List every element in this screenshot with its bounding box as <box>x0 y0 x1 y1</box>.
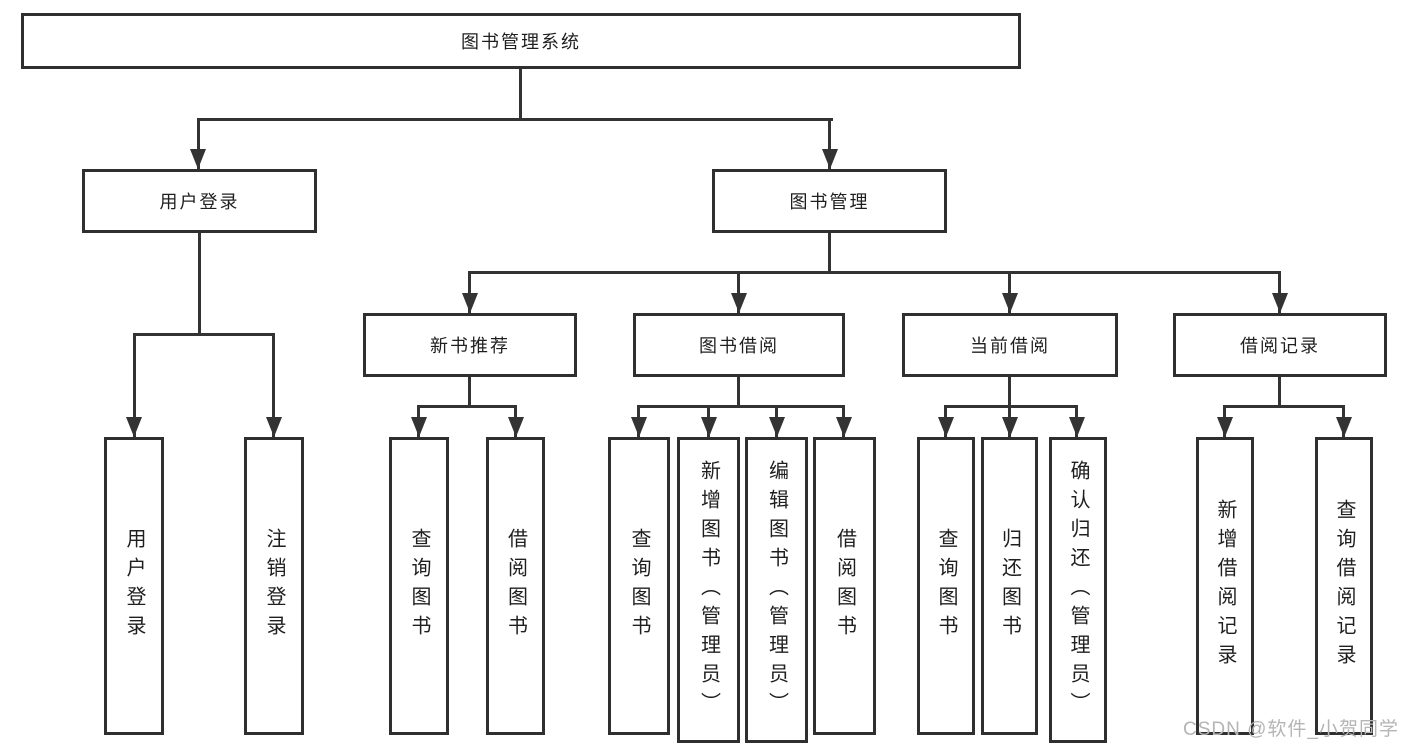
node-label: 图书管理 <box>789 192 870 212</box>
arrow-down-icon <box>1069 417 1085 437</box>
leaf-label: 确认归还（管理员） <box>1067 459 1089 721</box>
leaf-query-books-2: 查询图书 <box>608 437 670 735</box>
leaf-label: 新增图书（管理员） <box>697 459 720 721</box>
leaf-label: 借阅图书 <box>504 528 527 644</box>
connector-line <box>944 405 1078 408</box>
leaf-add-books-admin: 新增图书（管理员） <box>677 437 740 743</box>
arrow-down-icon <box>731 293 747 313</box>
leaf-label: 编辑图书（管理员） <box>765 459 788 721</box>
arrow-down-icon <box>631 417 647 437</box>
connector-line <box>468 271 471 313</box>
connector-line <box>468 377 471 408</box>
leaf-label: 注销登录 <box>263 528 285 644</box>
arrow-down-icon <box>190 149 206 169</box>
arrow-down-icon <box>1217 417 1233 437</box>
leaf-label: 查询图书 <box>628 528 650 644</box>
node-current-borrow: 当前借阅 <box>902 313 1118 377</box>
arrow-down-icon <box>411 417 427 437</box>
connector-line <box>133 333 274 336</box>
arrow-down-icon <box>1272 293 1288 313</box>
connector-line <box>1278 271 1281 313</box>
connector-line <box>133 333 136 437</box>
leaf-label: 用户登录 <box>123 528 145 644</box>
connector-line <box>519 69 522 120</box>
node-borrow-records: 借阅记录 <box>1173 313 1387 377</box>
leaf-return-books: 归还图书 <box>981 437 1038 735</box>
arrow-down-icon <box>836 417 852 437</box>
leaf-query-books-1: 查询图书 <box>389 437 449 735</box>
node-book-borrow: 图书借阅 <box>633 313 845 377</box>
connector-line <box>197 118 200 169</box>
connector-line <box>737 271 740 313</box>
arrow-down-icon <box>1336 417 1352 437</box>
csdn-watermark: CSDN @软件_小贺同学 <box>1183 719 1399 740</box>
connector-line <box>1008 377 1011 408</box>
arrow-down-icon <box>769 417 785 437</box>
node-label: 当前借阅 <box>970 336 1050 356</box>
node-user-login-branch: 用户登录 <box>82 169 317 233</box>
arrow-down-icon <box>822 149 838 169</box>
leaf-borrow-books-1: 借阅图书 <box>486 437 545 735</box>
leaf-label: 归还图书 <box>998 528 1021 644</box>
node-label: 图书借阅 <box>699 336 779 356</box>
connector-line <box>737 377 740 408</box>
arrow-down-icon <box>462 293 478 313</box>
connector-line <box>198 233 201 335</box>
connector-line <box>637 405 845 408</box>
connector-line <box>1223 405 1344 408</box>
leaf-label: 查询借阅记录 <box>1333 499 1355 673</box>
connector-line <box>272 333 275 437</box>
leaf-borrow-books-2: 借阅图书 <box>813 437 876 735</box>
arrow-down-icon <box>701 417 717 437</box>
node-new-book-recommend: 新书推荐 <box>363 313 577 377</box>
node-root-label: 图书管理系统 <box>461 32 581 52</box>
leaf-add-borrow-record: 新增借阅记录 <box>1196 437 1254 735</box>
arrow-down-icon <box>1002 293 1018 313</box>
arrow-down-icon <box>1002 417 1018 437</box>
arrow-down-icon <box>266 417 282 437</box>
connector-line <box>1278 377 1281 408</box>
leaf-query-books-3: 查询图书 <box>917 437 975 735</box>
connector-line <box>197 118 833 121</box>
arrow-down-icon <box>126 417 142 437</box>
leaf-user-login: 用户登录 <box>104 437 164 735</box>
connector-line <box>828 233 831 274</box>
leaf-label: 查询图书 <box>408 528 430 644</box>
leaf-edit-books-admin: 编辑图书（管理员） <box>745 437 808 743</box>
leaf-label: 新增借阅记录 <box>1214 499 1236 673</box>
arrow-down-icon <box>508 417 524 437</box>
arrow-down-icon <box>938 417 954 437</box>
leaf-logout: 注销登录 <box>244 437 304 735</box>
node-root: 图书管理系统 <box>21 13 1021 69</box>
node-book-management-branch: 图书管理 <box>712 169 947 233</box>
node-label: 借阅记录 <box>1240 336 1320 356</box>
connector-line <box>828 118 831 169</box>
node-label: 新书推荐 <box>430 336 510 356</box>
connector-line <box>468 271 1280 274</box>
node-label: 用户登录 <box>159 192 240 212</box>
leaf-query-borrow-record: 查询借阅记录 <box>1315 437 1373 735</box>
leaf-label: 借阅图书 <box>833 528 856 644</box>
connector-line <box>1008 271 1011 313</box>
connector-line <box>417 405 517 408</box>
leaf-confirm-return-admin: 确认归还（管理员） <box>1049 437 1107 743</box>
leaf-label: 查询图书 <box>935 528 957 644</box>
